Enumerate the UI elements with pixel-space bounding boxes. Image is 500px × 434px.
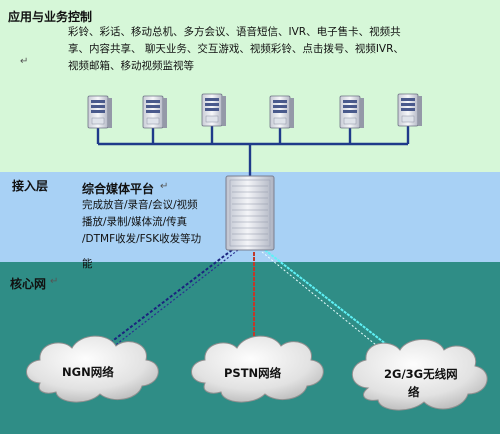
cloud-icon bbox=[26, 335, 159, 403]
app-services-line-1: 彩铃、彩话、移动总机、多方会议、语音短信、IVR、电子售卡、视频共 bbox=[68, 26, 401, 38]
cloud-ngn bbox=[26, 335, 159, 403]
server-row bbox=[87, 93, 422, 129]
paragraph-mark: ↵ bbox=[160, 181, 169, 192]
paragraph-mark: ↵ bbox=[50, 276, 59, 287]
server-icon bbox=[201, 93, 226, 127]
server-icon bbox=[339, 95, 364, 129]
access-layer-title: 接入层 bbox=[12, 179, 49, 193]
core-layer-title: 核心网 bbox=[10, 277, 47, 291]
app-layer-title: 应用与业务控制 bbox=[8, 10, 93, 24]
server-icon bbox=[269, 95, 294, 129]
app-services-line-2: 享、内容共享、 聊天业务、交互游戏、视频彩铃、点击拨号、视频IVR、 bbox=[68, 43, 404, 55]
cloud-label-pstn: PSTN网络 bbox=[224, 366, 282, 380]
cloud-pstn bbox=[191, 335, 324, 403]
server-icon bbox=[87, 95, 112, 129]
server-icon bbox=[397, 93, 422, 127]
cloud-label-wireless-1: 2G/3G无线网 bbox=[384, 367, 458, 381]
app-services-line-3: 视频邮箱、移动视频监视等 bbox=[68, 60, 194, 72]
cloud-icon bbox=[191, 335, 324, 403]
server-icon bbox=[142, 95, 167, 129]
service-bus bbox=[96, 126, 410, 176]
media-platform-desc-3: /DTMF收发/FSK收发等功 bbox=[82, 233, 202, 245]
media-platform-icon bbox=[225, 175, 275, 251]
media-platform-desc-2: 播放/录制/媒体流/传真 bbox=[82, 216, 188, 228]
media-platform-desc-1: 完成放音/录音/会议/视频 bbox=[82, 199, 198, 211]
cloud-label-ngn: NGN网络 bbox=[62, 365, 114, 379]
cloud-wireless bbox=[351, 339, 488, 411]
cloud-label-wireless-2: 络 bbox=[408, 385, 420, 399]
media-platform-title: 综合媒体平台 bbox=[82, 182, 155, 196]
paragraph-mark: ↵ bbox=[20, 56, 29, 67]
cloud-icon bbox=[351, 339, 488, 411]
media-platform-desc-4: 能 bbox=[82, 258, 93, 270]
